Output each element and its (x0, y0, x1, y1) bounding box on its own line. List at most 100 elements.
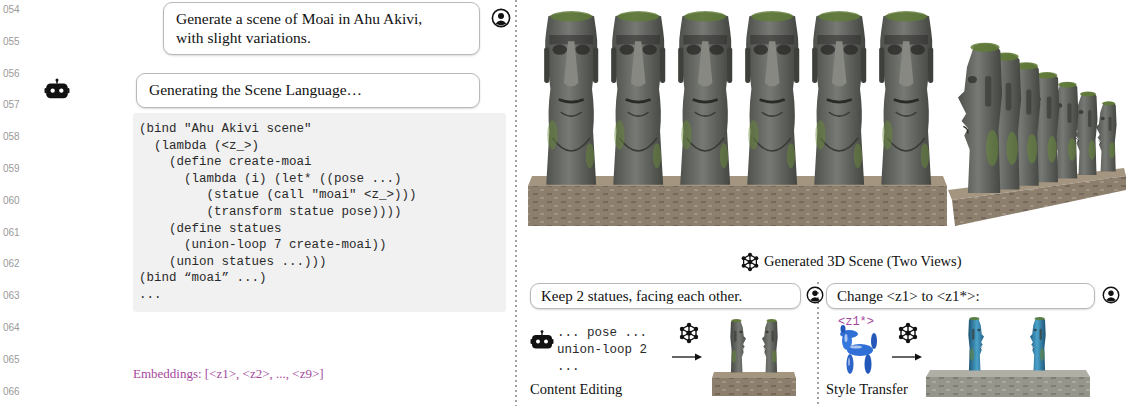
code-line: (lambda (i) (let* ((pose ...) (139, 171, 500, 188)
edited-scene (712, 372, 796, 378)
moai-side-view (1076, 92, 1096, 161)
chat-icon (807, 287, 822, 302)
styled-scene (969, 317, 982, 361)
message-text: Keep 2 statues, facing each other. (541, 287, 790, 305)
line-number: 066 (3, 386, 20, 397)
moai-side-view (958, 44, 1002, 193)
code-line: (union statues ...))) (139, 254, 500, 271)
moai-side-view (958, 43, 1002, 193)
line-number: 065 (3, 354, 20, 365)
renderer-icon (695, 354, 702, 361)
moai-front-view (528, 186, 947, 226)
code-line: (union-loop 7 create-moai)) (139, 237, 500, 254)
message-text: Generate a scene of Moai in Ahu Akivi, w… (176, 10, 426, 47)
code-snippet: ... (557, 360, 580, 374)
balloon-dog (850, 345, 862, 348)
line-number: 060 (3, 195, 20, 206)
edited-scene (731, 319, 744, 363)
chat-bubble: Keep 2 statues, facing each other. (530, 283, 801, 309)
line-number: 059 (3, 163, 20, 174)
edited-scene (764, 319, 777, 363)
code-line: (statue (call "moai" <z_>))) (139, 187, 500, 204)
renderer-icon (899, 323, 917, 343)
moai-front-view (544, 11, 598, 185)
chat-icon (45, 78, 70, 98)
renderer-icon (680, 323, 698, 343)
edited-scene (730, 319, 746, 372)
moai-side-view (1099, 101, 1116, 159)
message-text: Change <z1> to <z1*>: (837, 287, 1084, 305)
line-number: 057 (3, 99, 20, 110)
balloon-dog (845, 334, 848, 342)
panel-caption: Style Transfer (826, 381, 908, 398)
moai-front-view (678, 11, 732, 185)
code-line: (transform statue pose)))) (139, 204, 500, 221)
moai-front-view (745, 11, 799, 185)
renderer-icon (915, 354, 922, 361)
moai-side-view (948, 43, 1126, 226)
chat-icon (1103, 287, 1118, 302)
moai-side-view (963, 43, 999, 166)
edited-scene (730, 319, 746, 372)
chat-icon (45, 9, 1119, 348)
balloon-dog (847, 354, 854, 374)
renderer-icon (742, 253, 759, 272)
chat-bubble: Generate a scene of Moai in Ahu Akivi, w… (163, 2, 480, 55)
balloon-dog (871, 333, 877, 349)
styled-scene (926, 317, 1090, 397)
balloon-dog (848, 358, 850, 366)
moai-front-view (812, 11, 866, 168)
styled-scene (926, 370, 1090, 377)
balloon-dog (840, 325, 877, 374)
code-snippet: union-loop 2 (557, 343, 647, 357)
line-number: 062 (3, 258, 20, 269)
code-line: (bind “moai” ...) (139, 270, 500, 287)
moai-front-view (879, 11, 933, 168)
moai-side-view (1096, 101, 1117, 171)
moai-front-view (528, 11, 947, 226)
moai-front-view (745, 11, 799, 168)
edited-scene (762, 319, 778, 372)
code-snippet: ... pose ... (557, 326, 647, 340)
edited-scene (712, 319, 796, 396)
line-number: 055 (3, 36, 20, 47)
chat-bubble: Change <z1> to <z1*>: (826, 283, 1095, 309)
edited-scene (762, 319, 778, 372)
moai-front-view (678, 11, 732, 168)
code-line: (bind "Ahu Akivi scene" (139, 121, 500, 138)
code-line: (define statues (139, 221, 500, 238)
line-number: 061 (3, 227, 20, 238)
line-number: 064 (3, 322, 20, 333)
styled-scene (968, 317, 984, 370)
moai-side-view (1096, 102, 1117, 172)
divider (516, 0, 517, 406)
code-line: ... (139, 287, 500, 304)
chat-icon (492, 9, 509, 26)
moai-front-view (611, 11, 665, 168)
embedding-token: <z1*> (838, 315, 874, 329)
code-line: (define create-moai (139, 154, 500, 171)
message-text: Generating the Scene Language… (149, 81, 467, 100)
chat-icon (531, 330, 554, 348)
panel-caption: Content Editing (530, 381, 622, 398)
moai-front-view (544, 11, 598, 168)
chat-bubble: Generating the Scene Language… (136, 73, 480, 108)
styled-scene (1030, 317, 1046, 370)
moai-front-view (812, 11, 866, 185)
styled-scene (1030, 317, 1046, 370)
line-number: 063 (3, 290, 20, 301)
embedding-list: Embeddings: [<z1>, <z2>, ..., <z9>] (133, 366, 324, 382)
line-number: 056 (3, 68, 20, 79)
styled-scene (926, 377, 1090, 397)
moai-front-view (611, 11, 665, 185)
balloon-dog (865, 354, 872, 374)
line-number: 058 (3, 131, 20, 142)
styled-scene (968, 317, 984, 370)
edited-scene (712, 378, 796, 396)
moai-front-view (879, 11, 933, 185)
code-line: (lambda (<z_>) (139, 138, 500, 155)
panel-caption: Generated 3D Scene (Two Views) (764, 253, 962, 270)
line-number: 054 (3, 4, 20, 15)
code-block: (bind "Ahu Akivi scene" (lambda (<z_>) (… (133, 113, 506, 312)
